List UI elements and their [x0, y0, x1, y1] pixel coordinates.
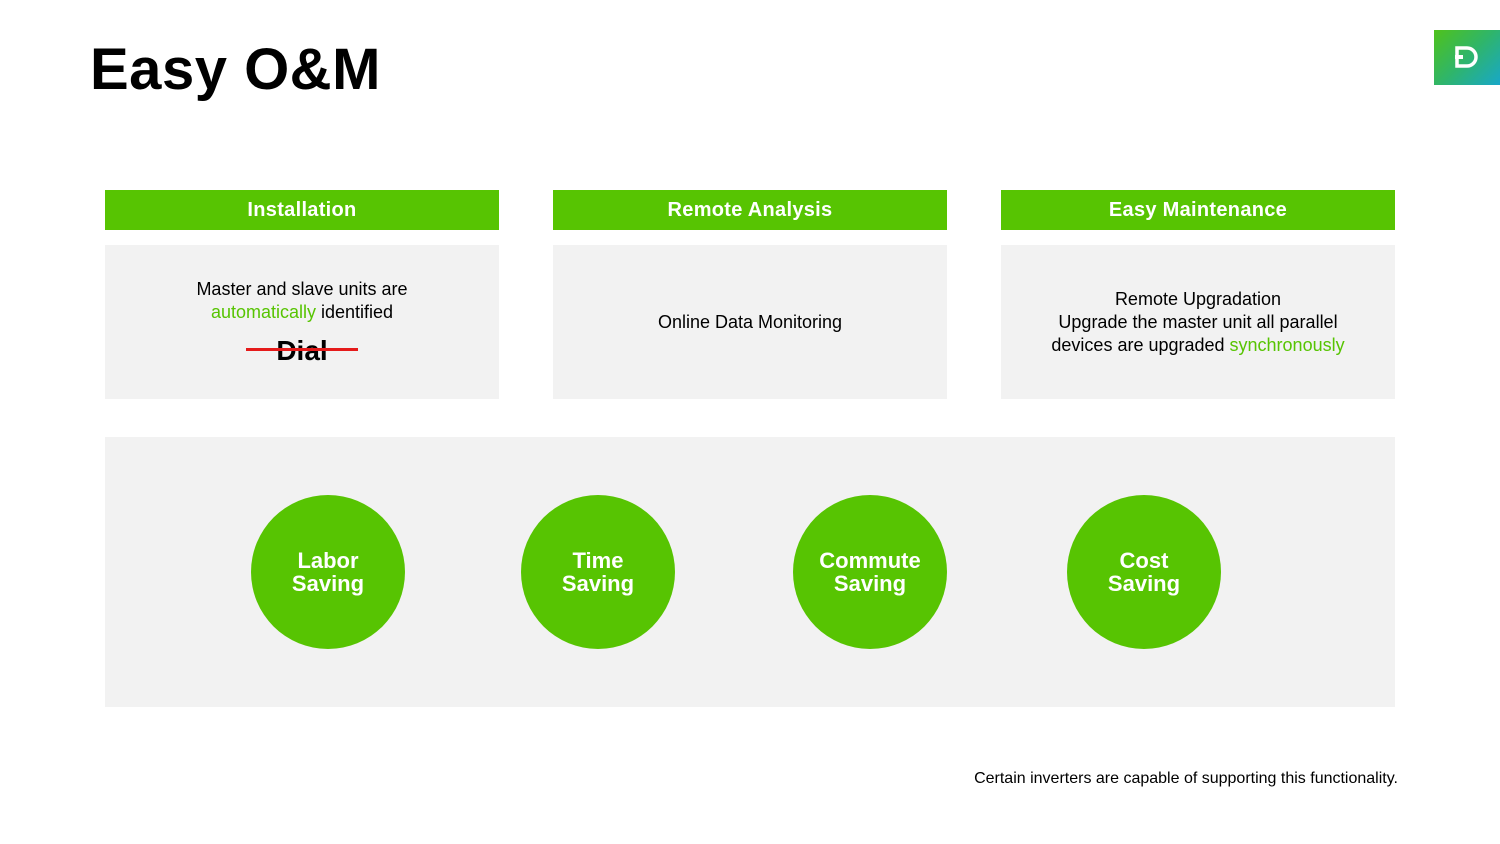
- benefit-cost-saving: Cost Saving: [1067, 495, 1221, 649]
- benefit-time-saving: Time Saving: [521, 495, 675, 649]
- benefit-suffix: Saving: [561, 571, 635, 596]
- highlight-automatically: automatically: [210, 302, 316, 322]
- brand-logo: [1434, 30, 1500, 85]
- maintenance-line-2: Upgrade the master unit all parallel: [1058, 311, 1338, 332]
- dial-struck: Dial: [246, 335, 358, 366]
- installation-line-2: automatically identified: [211, 301, 393, 324]
- remote-analysis-text: Online Data Monitoring: [657, 311, 843, 332]
- installation-header: Installation: [105, 190, 499, 230]
- benefit-word: Commute: [819, 548, 921, 573]
- dial-text: Dial: [276, 335, 328, 366]
- remote-analysis-header: Remote Analysis: [553, 190, 947, 230]
- benefit-word: Cost: [1119, 548, 1169, 573]
- benefit-labor-saving: Labor Saving: [251, 495, 405, 649]
- highlight-synchronously: synchronously: [1229, 334, 1345, 355]
- footnote: Certain inverters are capable of support…: [974, 770, 1398, 787]
- benefit-commute-saving: Commute Saving: [793, 495, 947, 649]
- page-title: Easy O&M: [90, 37, 381, 102]
- d-logo-icon: [1455, 46, 1478, 68]
- easy-maintenance-header: Easy Maintenance: [1001, 190, 1395, 230]
- benefit-suffix: Saving: [291, 571, 365, 596]
- benefit-suffix: Saving: [833, 571, 907, 596]
- installation-card: Master and slave units are automatically…: [105, 245, 499, 399]
- maintenance-line-1: Remote Upgradation: [1114, 288, 1282, 309]
- installation-line-1: Master and slave units are: [196, 279, 408, 299]
- benefits-panel: Labor Saving Time Saving Commute Saving …: [105, 437, 1395, 707]
- benefit-word: Time: [572, 548, 624, 573]
- benefit-suffix: Saving: [1107, 571, 1181, 596]
- remote-analysis-card: Online Data Monitoring: [553, 245, 947, 399]
- maintenance-line-3-text: devices are upgraded: [1051, 334, 1230, 355]
- installation-line-2-rest: identified: [315, 302, 394, 322]
- benefit-word: Labor: [297, 548, 359, 573]
- strike-line: [246, 348, 358, 351]
- easy-maintenance-card: Remote Upgradation Upgrade the master un…: [1001, 245, 1395, 399]
- maintenance-line-3: devices are upgraded synchronously: [1051, 334, 1344, 357]
